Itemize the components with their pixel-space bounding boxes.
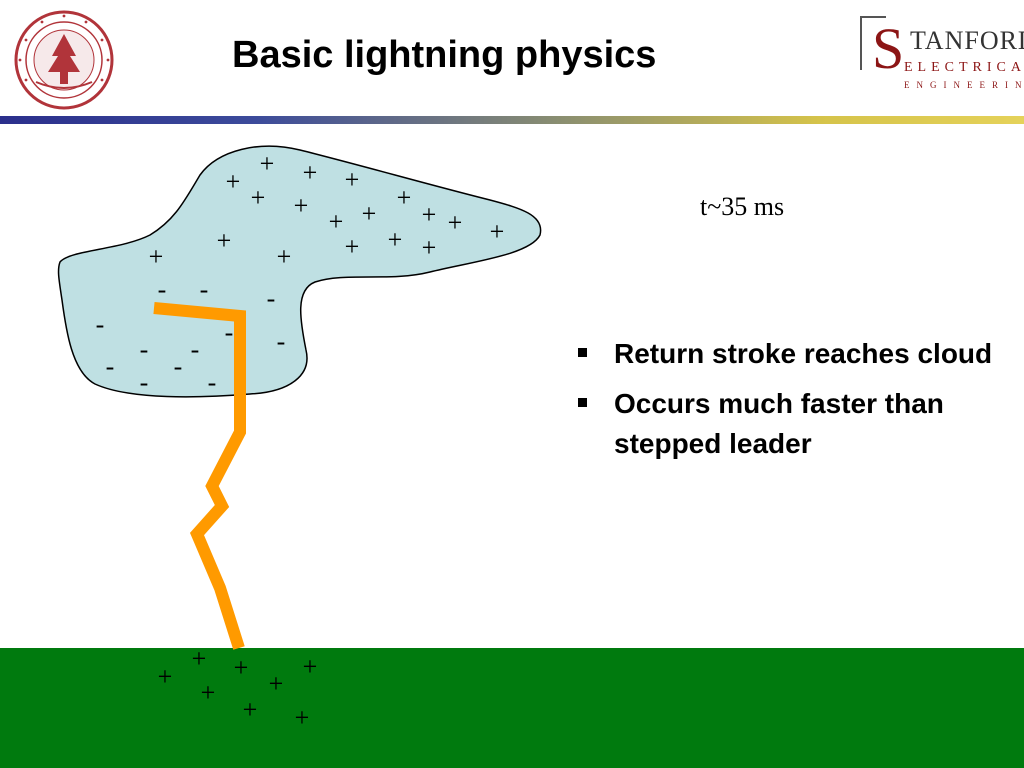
positive-charge: + xyxy=(295,703,310,732)
logo-sub-text: ELECTRICAL xyxy=(904,60,1024,75)
positive-charge: + xyxy=(243,695,258,724)
positive-charge: + xyxy=(422,200,437,229)
bullet-item: Return stroke reaches cloud xyxy=(578,334,998,374)
cloud-negative-charges: - - - - - - - - - - - - xyxy=(96,275,286,397)
negative-charge: - xyxy=(267,284,276,313)
negative-charge: - xyxy=(140,368,149,397)
positive-charge: + xyxy=(448,208,463,237)
positive-charge: + xyxy=(269,669,284,698)
positive-charge: + xyxy=(294,191,309,220)
positive-charge: + xyxy=(277,242,292,271)
logo-initial: S xyxy=(872,16,905,81)
time-label: t~35 ms xyxy=(700,192,785,221)
positive-charge: + xyxy=(388,225,403,254)
positive-charge: + xyxy=(345,232,360,261)
seal-graphic xyxy=(14,10,114,110)
lightning-return-stroke xyxy=(153,302,246,650)
positive-charge: + xyxy=(251,183,266,212)
negative-charge: - xyxy=(140,335,149,364)
negative-charge: - xyxy=(96,310,105,339)
positive-charge: + xyxy=(422,233,437,262)
negative-charge: - xyxy=(158,275,167,304)
positive-charge: + xyxy=(490,217,505,246)
slide-title: Basic lightning physics xyxy=(232,34,657,76)
bullet-square-icon xyxy=(578,348,587,357)
bullet-list: Return stroke reaches cloud Occurs much … xyxy=(578,334,998,474)
logo-corner-line-h xyxy=(860,16,886,18)
ground xyxy=(0,648,1024,768)
storm-cloud xyxy=(57,145,542,398)
negative-charge: - xyxy=(191,335,200,364)
positive-charge: + xyxy=(397,183,412,212)
logo-main-text: TANFORD xyxy=(910,26,1024,55)
positive-charge: + xyxy=(303,158,318,187)
positive-charge: + xyxy=(192,644,207,673)
negative-charge: - xyxy=(277,327,286,356)
logo-corner-line xyxy=(860,16,862,70)
stanford-seal-logo: LELAND STANFORD JUNIOR UNIVERSITY · ORGA… xyxy=(14,10,114,110)
positive-charge: + xyxy=(201,678,216,707)
header-divider xyxy=(0,116,1024,124)
negative-charge: - xyxy=(208,368,217,397)
positive-charge: + xyxy=(345,165,360,194)
positive-charge: + xyxy=(234,653,249,682)
positive-charge: + xyxy=(260,149,275,178)
positive-charge: + xyxy=(158,662,173,691)
bullet-item: Occurs much faster than stepped leader xyxy=(578,384,998,464)
negative-charge: - xyxy=(225,318,234,347)
negative-charge: - xyxy=(174,352,183,381)
positive-charge: + xyxy=(362,199,377,228)
negative-charge: - xyxy=(106,352,115,381)
positive-charge: + xyxy=(329,207,344,236)
bullet-square-icon xyxy=(578,398,587,407)
ground-positive-charges: + + + + + + + + xyxy=(158,644,318,732)
positive-charge: + xyxy=(217,226,232,255)
bullet-text: Return stroke reaches cloud xyxy=(614,338,993,369)
logo-sub2-text: ENGINEERING xyxy=(904,80,1024,90)
positive-charge: + xyxy=(149,242,164,271)
bullet-text: Occurs much faster than stepped leader xyxy=(614,388,944,459)
stanford-electrical-engineering-logo: S TANFORD ELECTRICAL ENGINEERING xyxy=(860,16,1024,96)
positive-charge: + xyxy=(226,167,241,196)
cloud-positive-charges: + + + + + + + + + + + + + + + + + + xyxy=(149,149,505,271)
negative-charge: - xyxy=(200,275,209,304)
positive-charge: + xyxy=(303,652,318,681)
